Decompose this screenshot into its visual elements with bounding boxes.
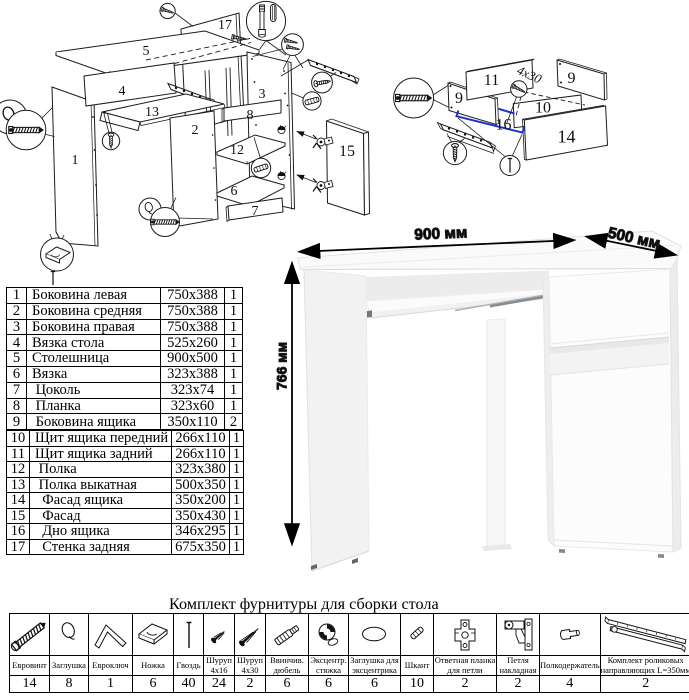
svg-text:11: 11 [484,72,499,89]
svg-text:3: 3 [259,87,266,102]
svg-text:17: 17 [218,18,232,33]
svg-text:7: 7 [252,204,259,219]
svg-text:14: 14 [558,127,576,147]
svg-text:4: 4 [119,84,126,99]
svg-text:6: 6 [231,184,238,199]
svg-text:5: 5 [143,44,150,59]
svg-text:9: 9 [568,70,576,87]
svg-text:8: 8 [247,108,254,123]
svg-text:766 мм: 766 мм [274,342,290,390]
svg-text:16: 16 [496,117,512,134]
svg-text:900 мм: 900 мм [414,224,468,243]
svg-text:1: 1 [72,153,79,168]
svg-text:15: 15 [339,143,355,160]
svg-text:2: 2 [192,123,199,138]
svg-text:12: 12 [230,143,244,158]
svg-text:13: 13 [145,105,159,120]
svg-text:9: 9 [455,90,463,107]
svg-text:10: 10 [535,100,551,117]
